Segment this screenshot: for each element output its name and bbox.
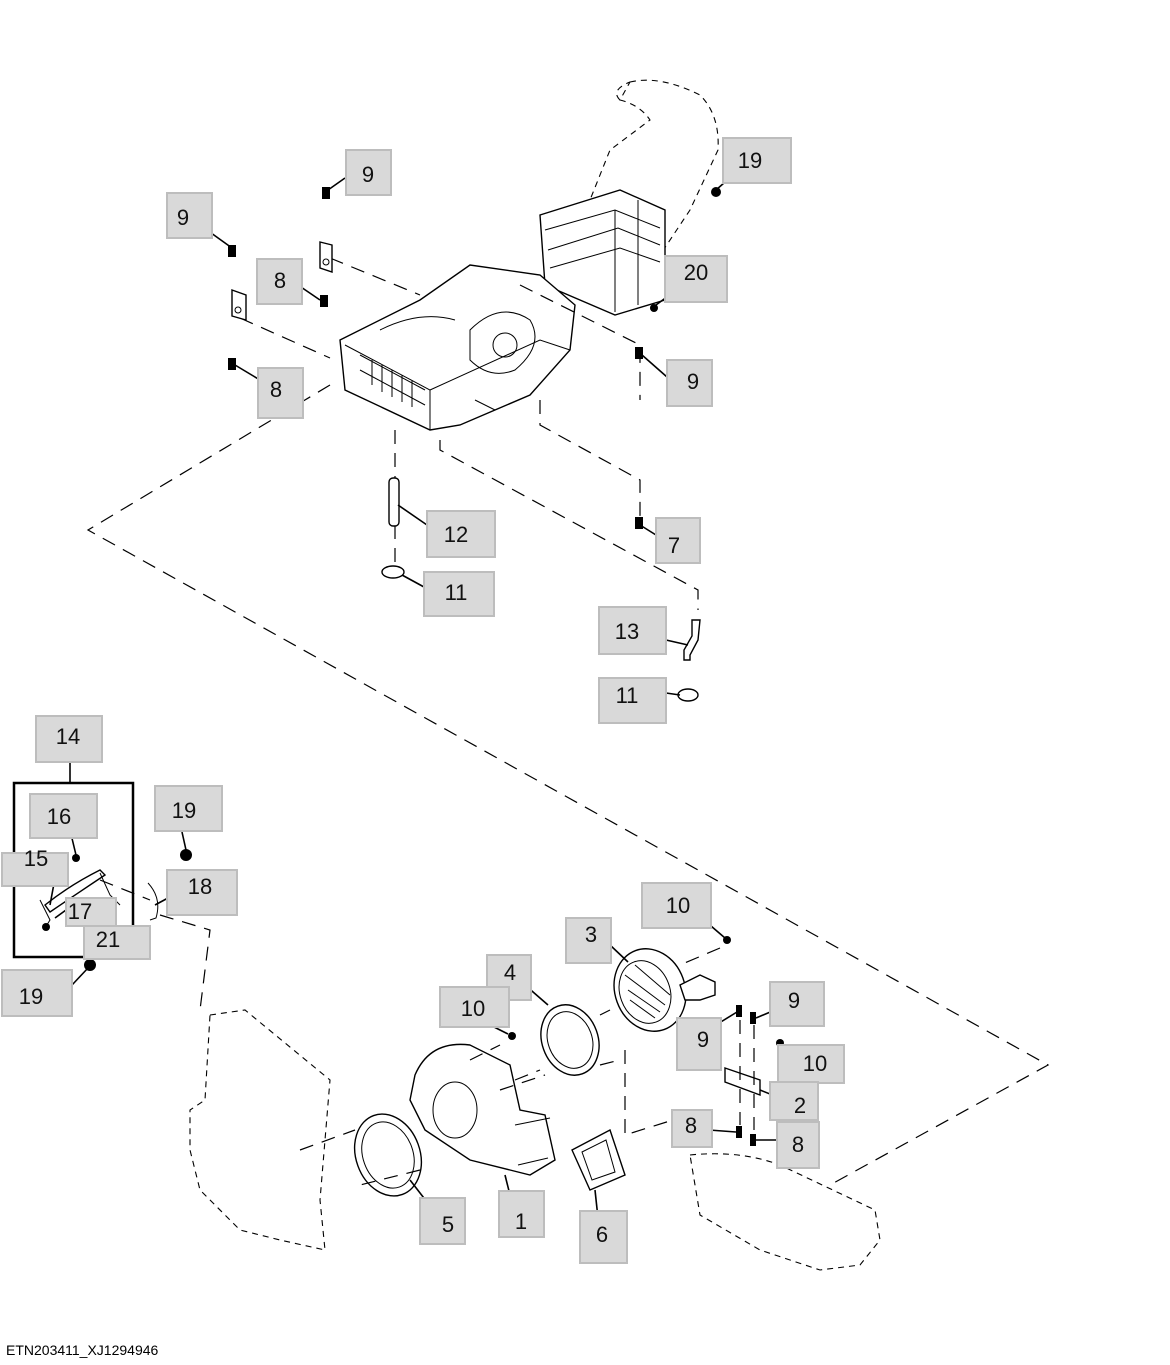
callout-8-b: 8 — [776, 1121, 820, 1169]
callout-2: 2 — [769, 1081, 819, 1121]
callout-19-top: 19 — [722, 137, 792, 184]
svg-text:13: 13 — [615, 619, 639, 644]
callout-8-upper: 8 — [256, 258, 303, 305]
svg-text:10: 10 — [803, 1051, 827, 1076]
svg-text:7: 7 — [668, 533, 680, 558]
svg-text:2: 2 — [794, 1093, 806, 1118]
callout-9-left: 9 — [166, 192, 213, 239]
callout-9-b: 9 — [769, 981, 825, 1027]
callout-11-lower: 11 — [598, 677, 667, 724]
svg-text:11: 11 — [616, 683, 639, 708]
callout-10-top: 10 — [641, 882, 712, 929]
callout-16: 16 — [29, 793, 98, 839]
gasket-6 — [571, 1128, 626, 1191]
callout-6: 6 — [579, 1210, 628, 1264]
callout-19-left: 19 — [1, 969, 73, 1017]
callout-7: 7 — [655, 517, 701, 564]
svg-text:8: 8 — [274, 268, 286, 293]
svg-text:18: 18 — [188, 874, 212, 899]
assembly-lines-upper — [86, 257, 1050, 1186]
svg-text:15: 15 — [24, 846, 48, 871]
svg-text:19: 19 — [738, 148, 762, 173]
callout-14: 14 — [35, 715, 103, 763]
svg-text:8: 8 — [685, 1113, 697, 1138]
callout-13: 13 — [598, 606, 667, 655]
blower-housing — [409, 1043, 556, 1176]
cab-floor-outline — [189, 1009, 881, 1271]
svg-text:1: 1 — [515, 1209, 527, 1234]
callout-8-a: 8 — [671, 1109, 713, 1148]
callout-8-lower: 8 — [257, 367, 304, 419]
svg-text:17: 17 — [68, 899, 92, 924]
svg-text:5: 5 — [442, 1212, 454, 1237]
svg-text:19: 19 — [172, 798, 196, 823]
svg-text:21: 21 — [96, 927, 120, 952]
callout-21: 21 — [83, 925, 151, 960]
callout-9-top: 9 — [345, 149, 392, 196]
svg-text:10: 10 — [666, 893, 690, 918]
svg-text:9: 9 — [788, 988, 800, 1013]
svg-text:9: 9 — [687, 369, 699, 394]
callout-12: 12 — [426, 510, 496, 558]
callout-5: 5 — [419, 1197, 466, 1245]
callout-10-right: 10 — [777, 1044, 845, 1084]
callout-18: 18 — [166, 869, 238, 916]
lower-hardware — [508, 936, 784, 1146]
svg-text:8: 8 — [270, 377, 282, 402]
svg-text:9: 9 — [362, 162, 374, 187]
callout-11-upper: 11 — [423, 571, 495, 617]
callout-19-mid: 19 — [154, 785, 223, 832]
seal-ring-5 — [353, 1113, 423, 1197]
svg-text:14: 14 — [56, 724, 80, 749]
svg-text:11: 11 — [445, 580, 468, 605]
svg-text:8: 8 — [792, 1132, 804, 1157]
upper-hardware — [228, 187, 721, 702]
callout-1: 1 — [498, 1190, 545, 1238]
callout-3: 3 — [565, 917, 612, 964]
callout-20: 20 — [664, 255, 728, 303]
svg-text:4: 4 — [504, 960, 516, 985]
svg-text:9: 9 — [697, 1027, 709, 1052]
svg-text:12: 12 — [444, 522, 468, 547]
svg-text:6: 6 — [596, 1222, 608, 1247]
svg-text:10: 10 — [461, 996, 485, 1021]
callout-10-mid: 10 — [439, 986, 510, 1028]
svg-text:3: 3 — [585, 922, 597, 947]
air-duct-outline — [589, 79, 719, 261]
callout-9-right: 9 — [666, 359, 713, 407]
kit-14-frame — [12, 762, 211, 1011]
figure-id: ETN203411_XJ1294946 — [6, 1342, 159, 1358]
callout-17: 17 — [65, 897, 117, 927]
svg-text:9: 9 — [177, 205, 189, 230]
svg-text:20: 20 — [684, 260, 708, 285]
callout-15: 15 — [1, 846, 69, 887]
blower-fan — [613, 948, 716, 1032]
svg-text:16: 16 — [47, 804, 71, 829]
svg-text:19: 19 — [19, 984, 43, 1009]
hvac-housing — [339, 264, 576, 431]
seal-ring-4 — [540, 1004, 600, 1076]
callout-9-a: 9 — [676, 1017, 722, 1071]
